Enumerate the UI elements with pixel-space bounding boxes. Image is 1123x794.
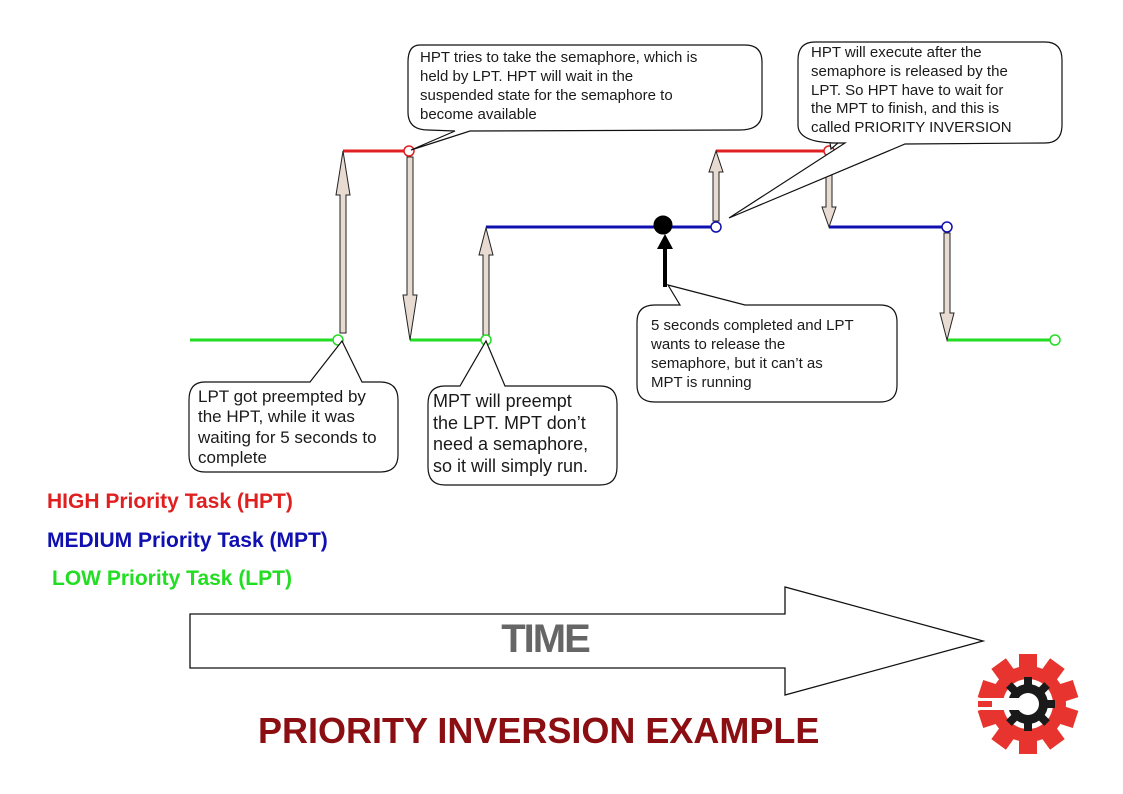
time-axis-label: TIME — [501, 617, 591, 661]
callout-five-seconds: 5 seconds completed and LPT wants to rel… — [651, 317, 854, 392]
callout-hpt-executes-bubble — [728, 41, 1063, 219]
callout-bubbles — [188, 41, 1063, 486]
switch-arrow-up-mpt-to-hpt — [708, 149, 724, 222]
callout-hpt-tries: HPT tries to take the semaphore, which i… — [420, 49, 698, 124]
five-seconds-marker — [653, 215, 673, 235]
context-switch-arrows — [335, 149, 955, 342]
callout-hpt-executes: HPT will execute after the semaphore is … — [811, 44, 1012, 136]
task-timeline — [190, 149, 1055, 342]
page-title: PRIORITY INVERSION EXAMPLE — [258, 710, 820, 751]
switch-arrow-down-hpt-to-lpt — [402, 156, 418, 341]
legend-hpt: HIGH Priority Task (HPT) — [47, 490, 293, 513]
callout-mpt-preempts-bubble — [427, 339, 618, 486]
mpt-end-marker — [710, 221, 722, 233]
five-seconds-pointer-head — [657, 234, 673, 249]
callout-hpt-tries-bubble — [407, 44, 763, 151]
hpt-semaphore-request-marker — [403, 145, 415, 157]
callout-lpt-preempted-bubble — [188, 339, 399, 473]
switch-arrow-up-lpt-to-hpt — [335, 150, 351, 334]
mpt-finish-marker — [941, 221, 953, 233]
lpt-end-marker — [1049, 334, 1061, 346]
callout-five-seconds-bubble — [636, 284, 898, 403]
legend-lpt: LOW Priority Task (LPT) — [52, 567, 292, 590]
time-arrow — [189, 586, 986, 696]
callout-lpt-preempted: LPT got preempted by the HPT, while it w… — [198, 387, 377, 468]
event-markers — [332, 145, 1061, 346]
legend-mpt: MEDIUM Priority Task (MPT) — [47, 529, 328, 552]
switch-arrow-up-lpt-to-mpt — [478, 226, 494, 336]
callout-mpt-preempts: MPT will preempt the LPT. MPT don’t need… — [433, 391, 589, 476]
gear-logo-icon — [977, 654, 1079, 754]
switch-arrow-down-mpt-to-lpt — [939, 232, 955, 342]
